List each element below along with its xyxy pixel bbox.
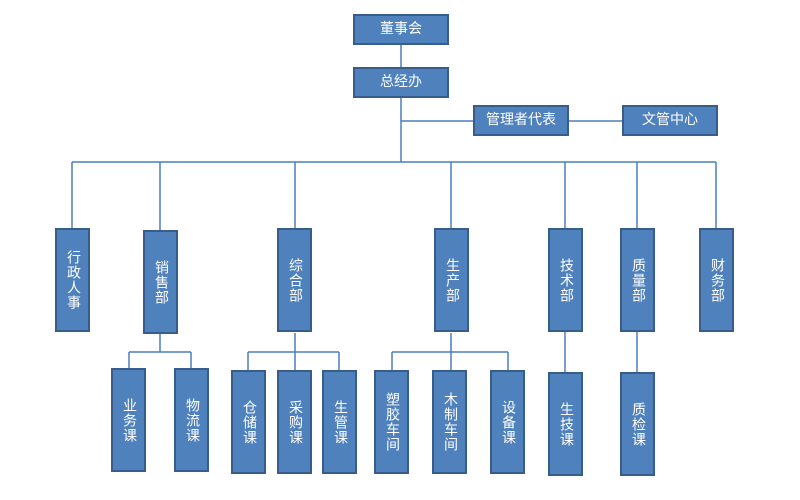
doc-center-node: 文管中心 [622, 105, 718, 136]
dept-admin-hr: 行政人事 [55, 228, 90, 332]
section-warehouse: 仓储课 [231, 370, 266, 474]
dept-quality: 质量部 [620, 228, 655, 332]
dept-sales: 销售部 [143, 230, 178, 334]
section-production-tech: 生技课 [548, 372, 583, 476]
board-node: 董事会 [353, 14, 449, 45]
dept-technology: 技术部 [548, 228, 583, 332]
gm-office-node: 总经办 [353, 67, 449, 98]
section-equipment: 设备课 [490, 370, 525, 474]
section-purchasing: 采购课 [277, 370, 312, 474]
dept-production: 生产部 [434, 228, 469, 332]
section-business: 业务课 [111, 368, 146, 472]
dept-general: 综合部 [277, 228, 312, 332]
section-wood-workshop: 木制车间 [432, 370, 467, 474]
section-logistics: 物流课 [174, 368, 209, 472]
section-production-mgmt: 生管课 [322, 370, 357, 474]
dept-finance: 财务部 [699, 228, 734, 332]
section-quality-inspection: 质检课 [620, 372, 655, 476]
section-plastic-workshop: 塑胶车间 [374, 370, 409, 474]
mgmt-rep-node: 管理者代表 [473, 105, 569, 136]
